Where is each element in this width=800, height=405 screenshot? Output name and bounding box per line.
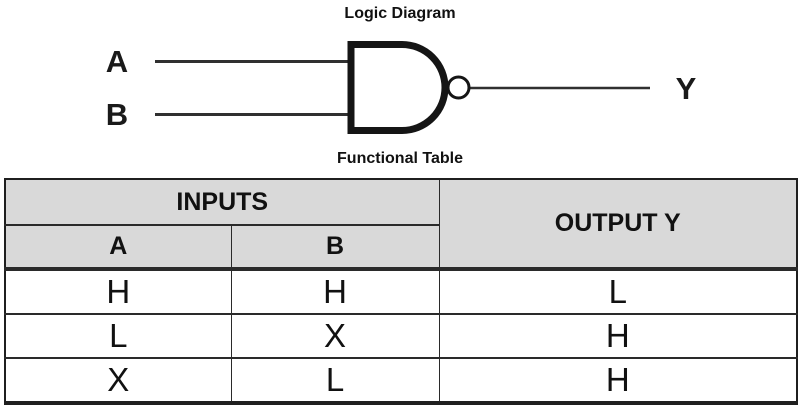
logic-diagram-title: Logic Diagram (344, 5, 456, 22)
input-b-cell: L (230, 357, 440, 405)
input-a-label: A (106, 44, 128, 79)
output-y-cell: H (438, 313, 798, 359)
input-a-cell: H (4, 268, 232, 315)
column-a-header: A (4, 224, 232, 271)
table-row: X L H (4, 357, 798, 405)
input-a-cell: X (4, 357, 232, 405)
output-y-cell: H (438, 357, 798, 405)
inputs-group-header: INPUTS (4, 178, 440, 226)
nand-gate-body-icon (347, 41, 449, 134)
functional-table-title: Functional Table (337, 150, 463, 167)
input-b-cell: H (230, 268, 440, 315)
table-row: H H L (4, 268, 798, 315)
table-header-row-columns: A B (4, 224, 797, 271)
inversion-bubble-icon (446, 75, 471, 100)
output-y-cell: L (438, 268, 798, 315)
output-y-label: Y (676, 71, 697, 106)
nand-gate-diagram: A B Y (106, 41, 697, 134)
input-b-label: B (106, 97, 128, 132)
functional-table: INPUTS OUTPUT Y A B H H L L X H X L H (4, 178, 798, 405)
input-a-cell: L (4, 313, 232, 359)
table-header-row-groups: INPUTS OUTPUT Y (4, 178, 798, 271)
output-y-header: OUTPUT Y (438, 178, 798, 271)
table-row: L X H (4, 313, 798, 359)
input-b-cell: X (230, 313, 440, 359)
column-b-header: B (230, 224, 440, 271)
